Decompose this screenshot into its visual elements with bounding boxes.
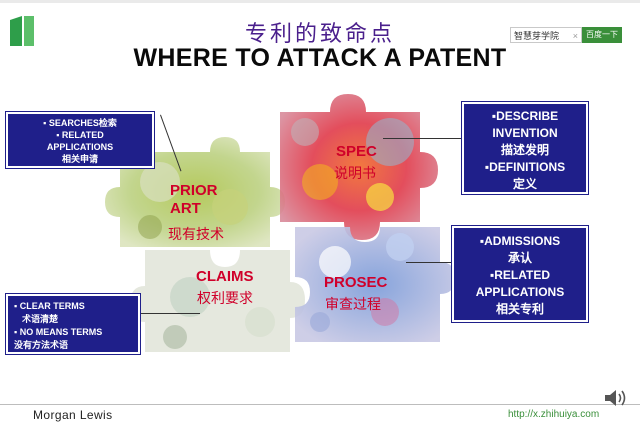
leader-line-describe: [383, 138, 463, 139]
clear-icon[interactable]: ×: [572, 31, 578, 41]
speaker-icon[interactable]: [603, 388, 629, 408]
leader-line-clear-terms: [140, 313, 200, 314]
footer-brand: Morgan Lewis: [33, 408, 113, 422]
admissions-box-line2: 承认: [507, 251, 532, 265]
searches-box: ▪ SEARCHES检索 ▪ RELATED APPLICATIONS 相关申请: [6, 112, 154, 168]
footer-divider: [0, 404, 640, 405]
clear-terms-box-line3: ▪ NO MEANS TERMS: [14, 327, 103, 337]
page-title-cn: 专利的致命点: [244, 22, 395, 47]
puzzle-piece-prosec: [295, 227, 455, 342]
spec-label-cn: 说明书: [334, 166, 376, 182]
searches-box-line1: ▪ SEARCHES检索: [43, 118, 117, 128]
spec-label: SPEC: [336, 143, 377, 160]
describe-box-line5: 定义: [512, 177, 537, 191]
leader-line-admissions: [406, 262, 452, 263]
search-button[interactable]: 百度一下: [582, 27, 622, 43]
search-input[interactable]: 智慧芽学院 ×: [510, 27, 582, 43]
describe-box-line4: ▪DEFINITIONS: [484, 160, 566, 174]
prior-art-label-line1: PRIOR: [170, 182, 218, 199]
searches-box-line3: APPLICATIONS: [46, 142, 114, 152]
admissions-box: ▪ADMISSIONS 承认 ▪RELATED APPLICATIONS 相关专…: [452, 226, 588, 322]
top-strip: [0, 0, 640, 3]
prosec-label: PROSEC: [324, 274, 388, 291]
clear-terms-box: ▪ CLEAR TERMS 术语清楚 ▪ NO MEANS TERMS 没有方法…: [6, 294, 140, 354]
claims-label: CLAIMS: [196, 268, 254, 285]
puzzle-piece-spec: [280, 94, 438, 240]
prior-art-label: PRIOR ART: [170, 182, 218, 218]
clear-terms-box-line2: 术语清楚: [22, 314, 59, 324]
page-title-en: WHERE TO ATTACK A PATENT: [133, 44, 507, 72]
puzzle-piece-claims: [130, 250, 305, 352]
describe-box-line2: INVENTION: [492, 126, 558, 140]
brand-logo-icon: [6, 14, 36, 48]
claims-label-cn: 权利要求: [197, 291, 253, 307]
prior-art-label-line2: ART: [170, 200, 201, 217]
describe-box-line3: 描述发明: [500, 143, 549, 157]
describe-box-line1: ▪DESCRIBE: [491, 109, 559, 123]
footer-url[interactable]: http://x.zhihuiya.com: [508, 409, 600, 420]
describe-box: ▪DESCRIBE INVENTION 描述发明 ▪DEFINITIONS 定义: [462, 102, 588, 194]
searches-box-line2: ▪ RELATED: [56, 130, 104, 140]
admissions-box-line1: ▪ADMISSIONS: [479, 234, 561, 248]
clear-terms-box-line4: 没有方法术语: [14, 340, 69, 350]
searches-box-line4: 相关申请: [61, 154, 98, 164]
admissions-box-line4: APPLICATIONS: [475, 285, 565, 299]
clear-terms-box-line1: ▪ CLEAR TERMS: [14, 301, 85, 311]
prior-art-label-cn: 现有技术: [168, 227, 224, 243]
admissions-box-line5: 相关专利: [495, 302, 544, 316]
prosec-label-cn: 审查过程: [325, 297, 381, 313]
admissions-box-line3: ▪RELATED: [489, 268, 551, 282]
search-input-value: 智慧芽学院: [514, 31, 560, 41]
